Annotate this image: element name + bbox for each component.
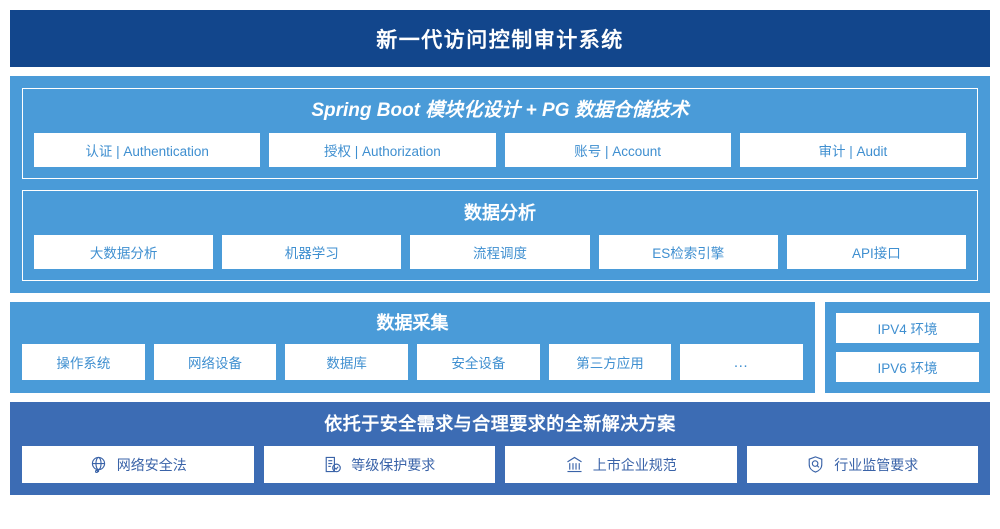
- chip-process-scheduling[interactable]: 流程调度: [410, 235, 590, 269]
- platform-panel-spring-boot: Spring Boot 模块化设计 + PG 数据仓储技术 认证 | Authe…: [22, 88, 978, 179]
- collection-panel: 数据采集 操作系统 网络设备 数据库 安全设备 第三方应用 …: [10, 302, 815, 393]
- platform-section: Spring Boot 模块化设计 + PG 数据仓储技术 认证 | Authe…: [10, 76, 990, 293]
- chip-ipv6-environment[interactable]: IPV6 环境: [836, 352, 979, 382]
- page-title: 新一代访问控制审计系统: [376, 28, 624, 52]
- panel-heading-spring-boot: Spring Boot 模块化设计 + PG 数据仓储技术: [311, 100, 689, 121]
- chip-label: 等级保护要求: [351, 456, 436, 473]
- chip-ipv4-environment[interactable]: IPV4 环境: [836, 313, 979, 343]
- chip-security-device[interactable]: 安全设备: [417, 344, 540, 380]
- panel-heading-collection: 数据采集: [376, 313, 449, 333]
- chip-authorization[interactable]: 授权 | Authorization: [269, 133, 496, 167]
- shield-search-icon: [806, 455, 825, 474]
- chip-es-search-engine[interactable]: ES检索引擎: [598, 235, 778, 269]
- chip-row-collection: 操作系统 网络设备 数据库 安全设备 第三方应用 …: [22, 344, 804, 380]
- chip-row-spring-boot: 认证 | Authentication 授权 | Authorization 账…: [34, 133, 966, 167]
- chip-cybersecurity-law[interactable]: 网络安全法: [22, 446, 254, 483]
- chip-row-data-analysis: 大数据分析 机器学习 流程调度 ES检索引擎 API接口: [34, 235, 967, 269]
- solution-section: 依托于安全需求与合理要求的全新解决方案 网络安全法: [10, 402, 990, 495]
- environment-panel: IPV4 环境 IPV6 环境: [825, 302, 990, 393]
- chip-big-data-analysis[interactable]: 大数据分析: [34, 235, 214, 269]
- bank-icon: [565, 455, 584, 474]
- platform-panel-data-analysis: 数据分析 大数据分析 机器学习 流程调度 ES检索引擎 API接口: [22, 190, 978, 281]
- chip-database[interactable]: 数据库: [285, 344, 409, 380]
- chip-label: 网络安全法: [116, 456, 187, 473]
- chip-label: 上市企业规范: [592, 456, 677, 473]
- chip-operating-system[interactable]: 操作系统: [22, 344, 145, 380]
- panel-heading-solution: 依托于安全需求与合理要求的全新解决方案: [324, 414, 676, 434]
- collection-row: 数据采集 操作系统 网络设备 数据库 安全设备 第三方应用 … IPV4 环境 …: [10, 302, 990, 393]
- chip-row-solution: 网络安全法 等级保护要求: [22, 446, 978, 483]
- chip-machine-learning[interactable]: 机器学习: [222, 235, 402, 269]
- chip-account[interactable]: 账号 | Account: [504, 133, 731, 167]
- chip-more[interactable]: …: [680, 344, 804, 380]
- globe-icon: [89, 455, 108, 474]
- chip-third-party-app[interactable]: 第三方应用: [548, 344, 672, 380]
- page-title-bar: 新一代访问控制审计系统: [10, 10, 990, 67]
- chip-network-device[interactable]: 网络设备: [153, 344, 277, 380]
- chip-classified-protection[interactable]: 等级保护要求: [263, 446, 495, 483]
- chip-audit[interactable]: 审计 | Audit: [739, 133, 966, 167]
- panel-heading-data-analysis: 数据分析: [464, 203, 536, 223]
- chip-industry-regulation[interactable]: 行业监管要求: [746, 446, 978, 483]
- chip-label: 行业监管要求: [834, 456, 919, 473]
- chip-api-interface[interactable]: API接口: [786, 235, 967, 269]
- document-check-icon: [323, 455, 342, 474]
- chip-listed-company-standard[interactable]: 上市企业规范: [505, 446, 737, 483]
- chip-authentication[interactable]: 认证 | Authentication: [34, 133, 261, 167]
